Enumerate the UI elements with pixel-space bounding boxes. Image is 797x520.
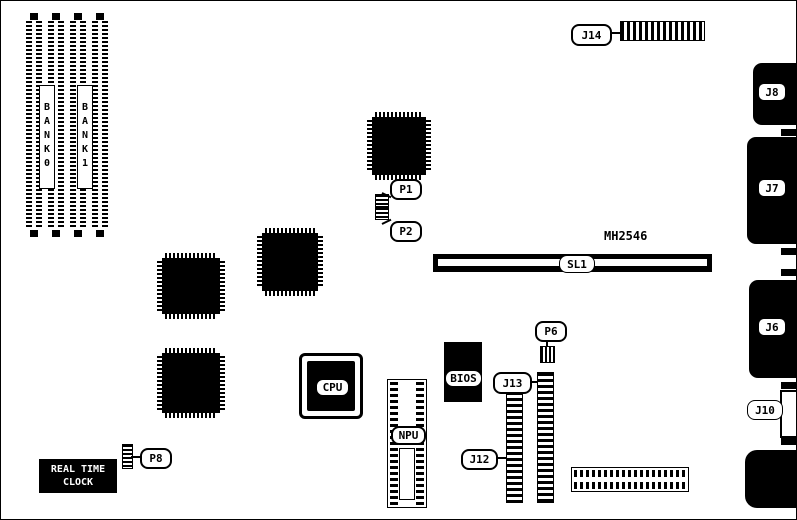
j10-label: J10: [747, 400, 783, 420]
j12-pointer-line: [494, 457, 506, 459]
p1-label: P1: [390, 179, 422, 200]
j14-header: [620, 21, 705, 41]
bios-chip: BIOS: [444, 342, 482, 402]
qfp-chip-3: [157, 253, 225, 319]
mounting-tab: [781, 438, 796, 445]
slot-rail: [92, 21, 98, 229]
slot-clip: [74, 230, 82, 237]
mounting-tab: [781, 129, 796, 136]
slot-rail: [26, 21, 32, 229]
chip-pins: [375, 175, 423, 180]
slot-rail: [102, 21, 108, 229]
chip-pins: [220, 356, 225, 410]
mounting-tab: [781, 269, 796, 276]
chip-pins: [426, 120, 431, 172]
p8-label: P8: [140, 448, 172, 469]
npu-socket: NPU: [387, 379, 427, 508]
header-pins: [574, 482, 686, 489]
mounting-tab: [781, 382, 796, 389]
chip-pins: [165, 253, 217, 258]
bank0-label: BANK0: [39, 85, 55, 189]
header-pins: [574, 470, 686, 477]
p6-jumper: [540, 346, 555, 363]
qfp-chip-2: [257, 228, 323, 296]
chip-pins: [367, 120, 372, 172]
slot-clip: [96, 230, 104, 237]
j12-header: [506, 391, 523, 503]
j8-connector: J8: [753, 63, 796, 125]
j7-label: J7: [758, 179, 786, 197]
j12-label: J12: [461, 449, 498, 470]
chip-pins: [157, 261, 162, 311]
p6-pointer-line: [546, 338, 548, 347]
chip-pins: [375, 112, 423, 117]
real-time-clock: REAL TIME CLOCK: [39, 459, 117, 493]
chip-pins: [257, 236, 262, 288]
chip-pins: [220, 261, 225, 311]
chip-die: [372, 117, 426, 175]
slot-clip: [74, 13, 82, 20]
chip-pins: [165, 413, 217, 418]
j8-label: J8: [758, 83, 786, 101]
mounting-tab: [781, 248, 796, 255]
qfp-chip-4: [157, 348, 225, 418]
j13-label: J13: [493, 372, 532, 394]
p8-pointer-line: [131, 456, 140, 458]
j13-header: [537, 372, 554, 503]
rtc-label-line2: CLOCK: [62, 477, 94, 488]
chip-die: [162, 258, 220, 314]
slot-rail: [70, 21, 76, 229]
socket-cavity: [399, 448, 415, 500]
qfp-chip-1: [367, 112, 431, 180]
j14-label: J14: [571, 24, 612, 46]
chip-pins: [165, 314, 217, 319]
p2-label: P2: [390, 221, 422, 242]
j14-pointer-line: [608, 32, 620, 34]
slot-clip: [52, 230, 60, 237]
chip-pins: [157, 356, 162, 410]
chip-pins: [318, 236, 323, 288]
j13-pointer-line: [528, 381, 537, 383]
rtc-label-line1: REAL TIME: [50, 464, 106, 475]
sl1-label: SL1: [559, 255, 595, 273]
cpu-socket: CPU: [299, 353, 363, 419]
slot-rail: [58, 21, 64, 229]
cpu-label: CPU: [315, 378, 350, 397]
p6-label: P6: [535, 321, 567, 342]
chip-pins: [265, 228, 315, 233]
part-number: MH2546: [604, 229, 648, 243]
chip-die: [162, 353, 220, 413]
slot-clip: [52, 13, 60, 20]
npu-label: NPU: [391, 426, 426, 445]
chip-pins: [165, 348, 217, 353]
j6-connector: J6: [749, 280, 796, 378]
bios-label: BIOS: [445, 370, 482, 387]
j7-connector: J7: [747, 137, 796, 244]
simm-slot-4: [92, 13, 108, 237]
slot-clip: [96, 13, 104, 20]
p2-jumper: [375, 207, 389, 220]
slot-clip: [30, 13, 38, 20]
chip-die: [262, 233, 318, 291]
bottom-right-connector: [745, 450, 796, 508]
bottom-header: [571, 467, 689, 492]
j6-label: J6: [758, 318, 786, 336]
bank1-label: BANK1: [77, 85, 93, 189]
slot-clip: [30, 230, 38, 237]
chip-pins: [265, 291, 315, 296]
